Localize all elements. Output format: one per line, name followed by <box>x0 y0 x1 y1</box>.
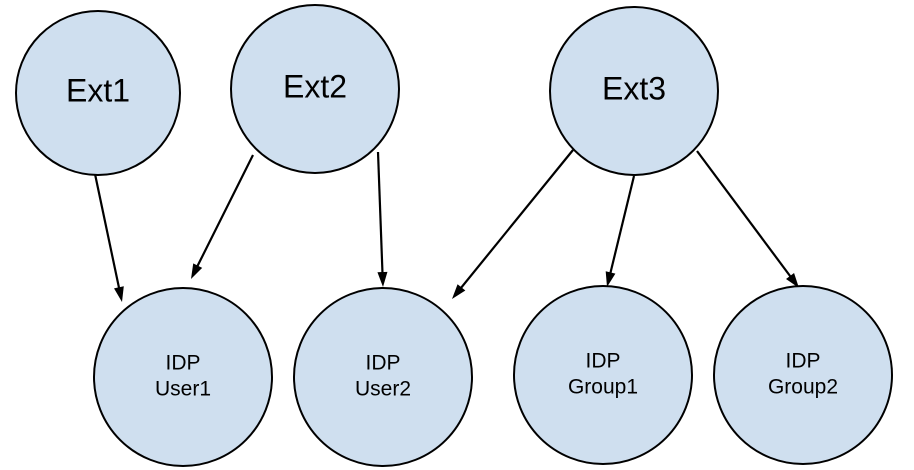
edge-line <box>458 149 574 291</box>
node-shape-circle[interactable] <box>549 6 719 176</box>
node-shape-circle[interactable] <box>713 285 893 465</box>
edge-line <box>608 175 636 276</box>
node-shape-circle[interactable] <box>513 285 693 465</box>
arrowhead-icon <box>786 272 799 288</box>
node-shape-circle[interactable] <box>93 287 273 467</box>
edge-ext2-to-user2: Ext2 to IDP User2 <box>376 151 388 287</box>
node-ext3[interactable]: Ext3 <box>549 6 719 176</box>
arrowhead-icon <box>605 271 616 287</box>
edges-layer: Ext1 to IDP User1 Ext2 to IDP User1 Ext2 t… <box>93 149 799 302</box>
edge-line <box>696 150 793 280</box>
edge-ext3-to-group2: Ext3 to IDP Group2 <box>696 150 799 288</box>
arrowhead-icon <box>452 284 466 299</box>
edge-line <box>376 151 384 276</box>
edge-ext3-to-user2: Ext3 to IDP User2 <box>452 149 574 299</box>
node-ext2[interactable]: Ext2 <box>230 4 400 174</box>
node-ext1[interactable]: Ext1 <box>15 10 181 176</box>
node-shape-circle[interactable] <box>230 4 400 174</box>
edge-ext2-to-user1: Ext2 to IDP User1 <box>191 154 254 279</box>
edge-ext3-to-group1: Ext3 to IDP Group1 <box>605 175 636 287</box>
edge-line <box>195 154 254 269</box>
arrowhead-icon <box>377 271 388 287</box>
edge-ext1-to-user1: Ext1 to IDP User1 <box>93 173 124 302</box>
node-shape-circle[interactable] <box>293 287 473 467</box>
edge-line <box>93 173 121 291</box>
arrowhead-icon <box>191 263 203 279</box>
arrowhead-icon <box>114 286 124 302</box>
node-shape-circle[interactable] <box>15 10 181 176</box>
